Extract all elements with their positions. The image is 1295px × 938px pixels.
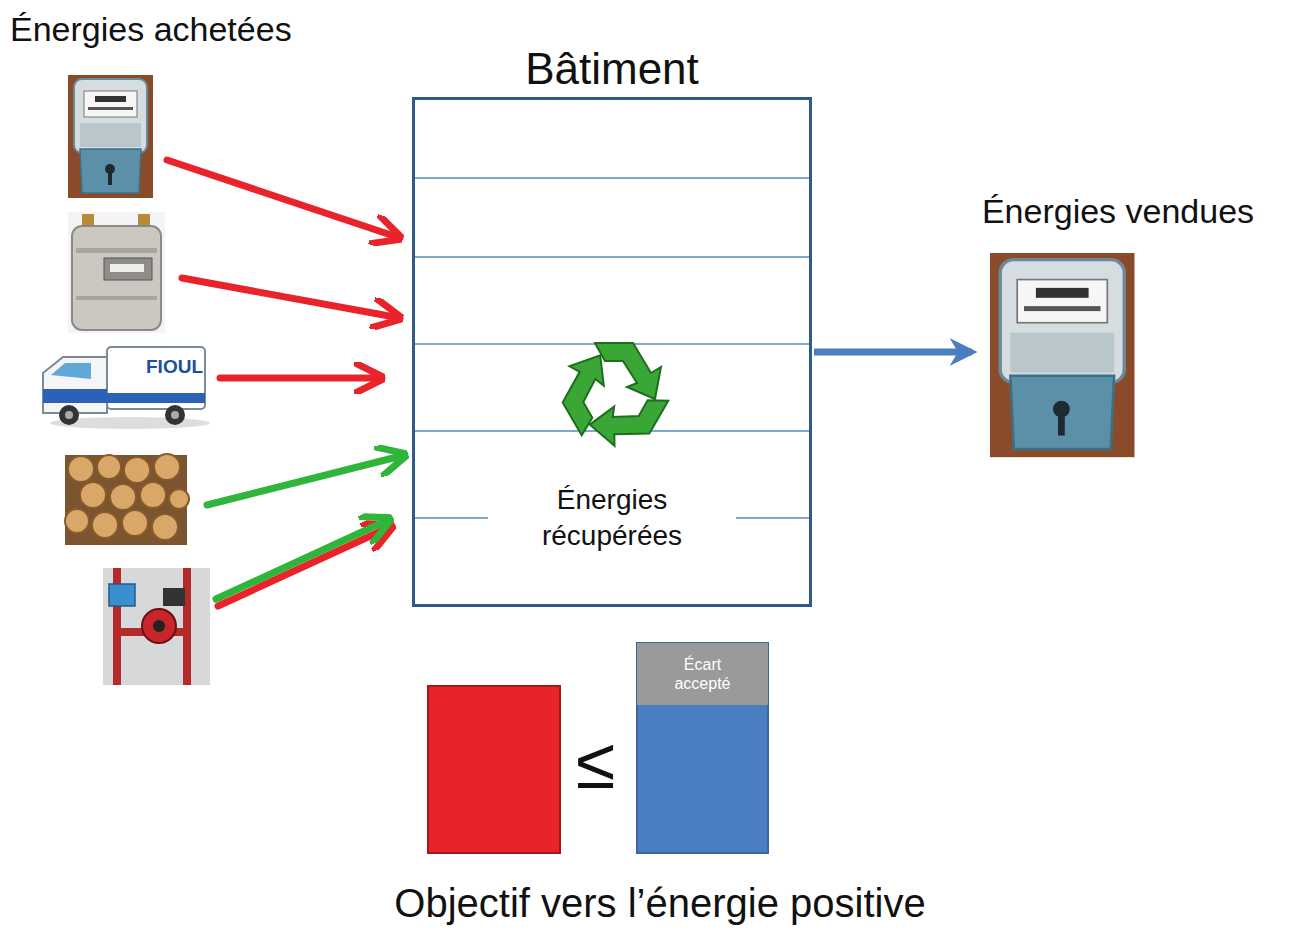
recycle-symbol [549, 343, 669, 458]
band-label: Écart accepté [668, 655, 738, 693]
electric-meter [990, 253, 1135, 457]
gas-meter [68, 212, 165, 333]
comparison-sign: ≤ [576, 722, 616, 805]
supply-arrow [216, 519, 390, 599]
floor-lines [414, 178, 810, 518]
section-label: Énergies achetées [10, 10, 292, 49]
truck-lettering: FIOUL [146, 356, 203, 378]
fuel-truck [43, 347, 210, 429]
electric-meter [68, 75, 153, 198]
sold-energy-meter: Énergies vendues [976, 190, 1260, 460]
flow-arrow [814, 349, 972, 356]
heat-pump [103, 568, 210, 685]
supply-arrow [182, 278, 400, 318]
supply-arrow [167, 160, 400, 238]
sold-bar [637, 643, 768, 853]
building-box: BâtimentÉnergies récupérées [412, 40, 812, 607]
supply-arrow [207, 455, 405, 505]
supply-arrow [218, 526, 392, 606]
meter-label: Énergies vendues [982, 190, 1254, 232]
building-outline: Énergies récupérées [412, 97, 812, 607]
recovered-energy-label: Énergies récupérées [488, 482, 736, 554]
building-title: Bâtiment [412, 40, 812, 97]
caption: Objectif vers l’énergie positive [300, 880, 1020, 926]
firewood [65, 454, 189, 545]
bought-bar [428, 686, 560, 853]
supply-arrow [220, 375, 382, 382]
accepted-gap-band: Écart accepté [637, 643, 768, 705]
